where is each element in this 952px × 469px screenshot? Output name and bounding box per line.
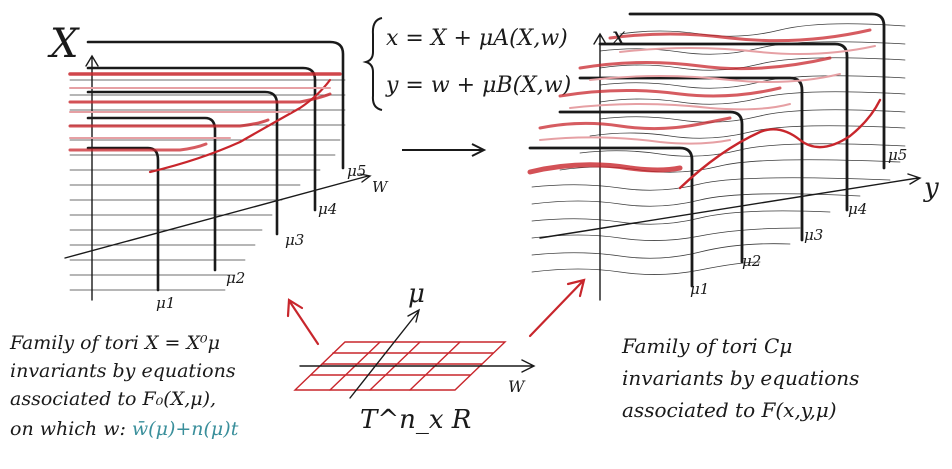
right-mu3-label: μ3 — [804, 226, 823, 244]
right-mu2-label: μ2 — [742, 252, 761, 270]
equation-x: x = X + μA(X,w) — [386, 26, 568, 51]
right-mu5-label: μ5 — [888, 146, 907, 164]
right-mu1-label: μ1 — [690, 280, 709, 298]
left-caption-line3: associated to F₀(X,μ), — [10, 388, 217, 410]
right-sheet-mu2 — [558, 110, 744, 264]
equations: x = X + μA(X,w) y = w + μB(X,w) — [362, 17, 571, 111]
left-mu2-label: μ2 — [226, 269, 245, 287]
arrow-to-left-panel — [286, 298, 320, 346]
equations-brace — [362, 17, 383, 111]
left-sheet-mu2 — [86, 116, 217, 272]
base-mu-axis — [349, 308, 421, 399]
base-mu-label: μ — [408, 279, 425, 309]
left-caption-line2: invariants by equations — [10, 360, 236, 382]
map-arrow — [402, 143, 487, 157]
left-caption-line4: on which w: w̄(μ)+n(μ)t — [10, 420, 238, 439]
left-mu1-label: μ1 — [156, 294, 175, 312]
left-tori-family — [64, 40, 372, 301]
right-mu4-label: μ4 — [848, 200, 867, 218]
left-caption-line1: Family of tori X = X⁰μ — [10, 332, 220, 354]
left-vertical-axis — [85, 54, 99, 301]
base-plane — [286, 278, 586, 399]
right-vertical-axis — [593, 32, 607, 301]
right-sheet-mu1 — [528, 146, 694, 288]
right-red-curves — [527, 28, 882, 190]
left-sheet-mu1 — [86, 146, 160, 292]
right-caption-line1: Family of tori Cμ — [622, 334, 793, 358]
right-sheet-mu5 — [628, 12, 886, 170]
left-symbol: X — [47, 21, 80, 67]
left-mu3-label: μ3 — [285, 231, 304, 249]
left-mu4-label: μ4 — [318, 200, 337, 218]
base-w-axis — [299, 359, 536, 373]
arrow-to-right-panel — [528, 278, 586, 338]
base-torus-label: T^n_x R — [360, 405, 471, 435]
left-mu5-label: μ5 — [347, 162, 366, 180]
left-w-axis-label: W — [372, 178, 389, 196]
left-sheet-mu3 — [86, 90, 279, 236]
right-y-axis — [539, 173, 922, 239]
right-x-axis-label: x — [612, 22, 626, 50]
equation-y: y = w + μB(X,w) — [385, 73, 571, 98]
base-w-label: W — [508, 377, 526, 396]
right-caption-line2: invariants by equations — [622, 366, 860, 390]
left-w-axis — [64, 173, 372, 259]
left-sheet-mu4 — [86, 66, 317, 212]
left-caption-line4-formula: w̄(μ)+n(μ)t — [131, 418, 239, 440]
right-y-axis-label: y — [923, 173, 939, 203]
left-red-curves — [68, 72, 342, 174]
left-sheet-mu5 — [86, 40, 345, 170]
right-hatching — [531, 23, 906, 275]
left-caption-line4-prefix: on which w: — [10, 418, 126, 440]
right-caption-line3: associated to F(x,y,μ) — [622, 398, 837, 422]
right-tori-family — [528, 12, 922, 301]
right-sheet-mu4 — [598, 42, 849, 212]
